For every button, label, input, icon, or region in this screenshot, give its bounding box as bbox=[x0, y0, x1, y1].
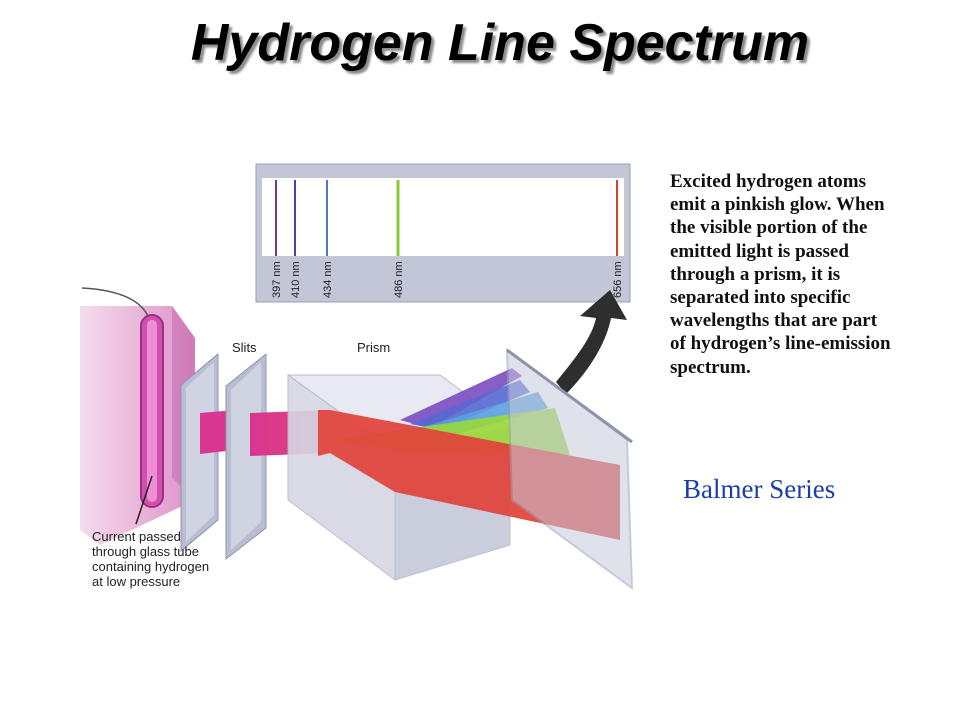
wavelength-label: 397 nm bbox=[271, 261, 283, 298]
wavelength-label: 656 nm bbox=[612, 261, 624, 298]
description-line: emit a pinkish glow. When bbox=[670, 194, 885, 216]
description-line: of hydrogen’s line-emission bbox=[670, 333, 891, 355]
tube-caption: Current passed through glass tube contai… bbox=[92, 529, 209, 589]
description-line: through a prism, it is bbox=[670, 263, 841, 285]
tube-caption-line: containing hydrogen bbox=[92, 559, 209, 574]
series-label: Balmer Series bbox=[683, 474, 836, 504]
slits-label: Slits bbox=[232, 340, 257, 355]
curved-arrow bbox=[556, 290, 627, 394]
slide-title: Hydrogen Line Spectrum bbox=[190, 14, 810, 72]
description-line: separated into specific bbox=[670, 287, 851, 309]
wavelength-label: 486 nm bbox=[393, 261, 405, 298]
description-text: Excited hydrogen atoms emit a pinkish gl… bbox=[670, 170, 930, 379]
wavelength-label: 434 nm bbox=[322, 261, 334, 298]
prism-label: Prism bbox=[357, 340, 390, 355]
description-line: emitted light is passed bbox=[670, 240, 849, 262]
description-line: spectrum. bbox=[670, 356, 751, 378]
tube-caption-line: through glass tube bbox=[92, 544, 199, 559]
description-line: Excited hydrogen atoms bbox=[670, 171, 866, 192]
slit-plate-2 bbox=[225, 352, 267, 561]
wavelength-label: 410 nm bbox=[290, 261, 302, 298]
description-line: wavelengths that are part bbox=[670, 310, 878, 332]
tube-caption-line: Current passed bbox=[92, 529, 181, 544]
tube-caption-line: at low pressure bbox=[92, 574, 180, 589]
glass-tube bbox=[80, 287, 195, 545]
spectrum-panel: 397 nm 410 nm 434 nm 486 nm 656 nm bbox=[255, 163, 631, 303]
description-line: the visible portion of the bbox=[670, 217, 868, 239]
screen-plate bbox=[505, 347, 634, 591]
